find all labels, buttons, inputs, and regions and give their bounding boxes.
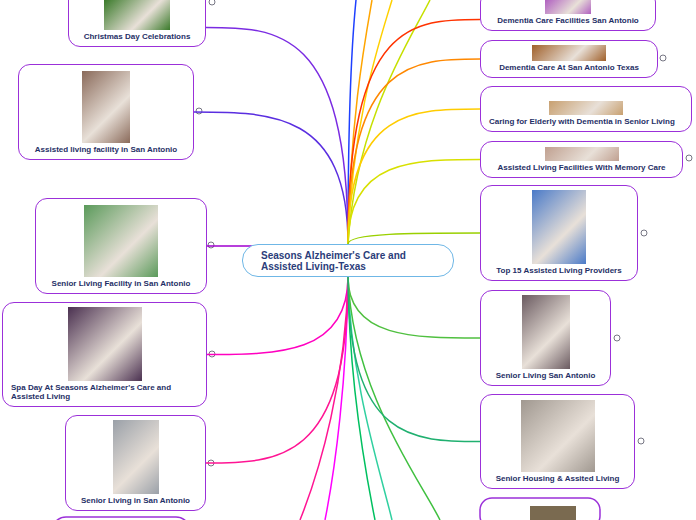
topic-label: Christmas Day Celebrations: [84, 33, 191, 41]
topic-box: Top 15 Assisted Living Providers: [480, 185, 638, 281]
topic-label: Top 15 Assisted Living Providers: [496, 267, 621, 275]
topic-box: Senior Housing & Assited Living: [480, 394, 635, 489]
branch-connector: [194, 112, 348, 244]
offscreen-branch: [348, 0, 392, 244]
globe-icon: [638, 438, 644, 444]
topic-label: Assisted living facility in San Antonio: [35, 146, 177, 154]
partial-box: [480, 498, 600, 520]
branch-connector: [207, 277, 348, 355]
topic-box: Christmas Day Celebrations: [68, 0, 206, 47]
topic-box: Assisted living facility in San Antonio: [18, 64, 194, 160]
branch-connector: [348, 109, 480, 244]
topic-label: Senior Housing & Assited Living: [496, 475, 620, 483]
topic-label: Spa Day At Seasons Alzheimer's Care and …: [11, 384, 198, 401]
topic-box: Senior Living San Antonio: [480, 290, 611, 386]
offscreen-branch: [325, 277, 348, 520]
globe-icon: [209, 0, 215, 5]
topic-label: Assisted Living Facilities With Memory C…: [498, 164, 666, 172]
topic-label: Senior Living San Antonio: [496, 372, 596, 380]
photo-thumb: [521, 400, 595, 472]
topic-box: Spa Day At Seasons Alzheimer's Care and …: [2, 302, 207, 407]
photo-thumb: [532, 190, 586, 264]
globe-icon: [208, 242, 214, 248]
branch-connector: [206, 277, 348, 463]
photo-thumb: [82, 71, 130, 143]
topic-box: Dementia Care At San Antonio Texas: [480, 40, 658, 78]
photo-thumb: [113, 420, 159, 494]
topic-label: Senior Living Facility in San Antonio: [52, 280, 191, 288]
topic-label: Dementia Care At San Antonio Texas: [499, 64, 639, 72]
photo-thumb: [549, 101, 623, 115]
photo-thumb: [545, 0, 591, 14]
branch-connector: [348, 233, 480, 244]
photo-thumb: [532, 45, 606, 61]
central-topic: Seasons Alzheimer's Care and Assisted Li…: [242, 244, 454, 277]
topic-box: Assisted Living Facilities With Memory C…: [480, 141, 683, 178]
topic-box: Senior Living in San Antonio: [65, 415, 206, 511]
globe-icon: [641, 230, 647, 236]
topic-box: Dementia Care Facilities San Antonio: [480, 0, 656, 31]
globe-icon: [686, 155, 692, 161]
globe-icon: [614, 335, 620, 341]
photo-thumb: [522, 295, 570, 369]
branch-connector: [348, 160, 480, 245]
branch-connector: [348, 277, 480, 442]
photo-thumb: [104, 0, 170, 30]
photo-thumb: [530, 506, 576, 520]
topic-label: Senior Living in San Antonio: [81, 497, 190, 505]
globe-icon: [660, 55, 666, 61]
topic-label: Dementia Care Facilities San Antonio: [497, 17, 639, 25]
branch-connector: [348, 20, 480, 245]
branch-connector: [348, 277, 480, 338]
photo-thumb: [68, 307, 142, 381]
topic-box: Caring for Elderly with Dementia in Seni…: [480, 86, 692, 132]
topic-label: Caring for Elderly with Dementia in Seni…: [489, 118, 675, 126]
branch-connector: [348, 59, 480, 244]
globe-icon: [196, 108, 202, 114]
partial-box: [54, 517, 188, 520]
photo-thumb: [84, 205, 158, 277]
offscreen-branch: [348, 277, 440, 520]
branch-connector: [206, 28, 348, 245]
photo-thumb: [545, 147, 619, 161]
topic-box: Senior Living Facility in San Antonio: [35, 198, 207, 294]
central-title: Seasons Alzheimer's Care and Assisted Li…: [261, 250, 443, 272]
offscreen-branch: [348, 0, 430, 244]
